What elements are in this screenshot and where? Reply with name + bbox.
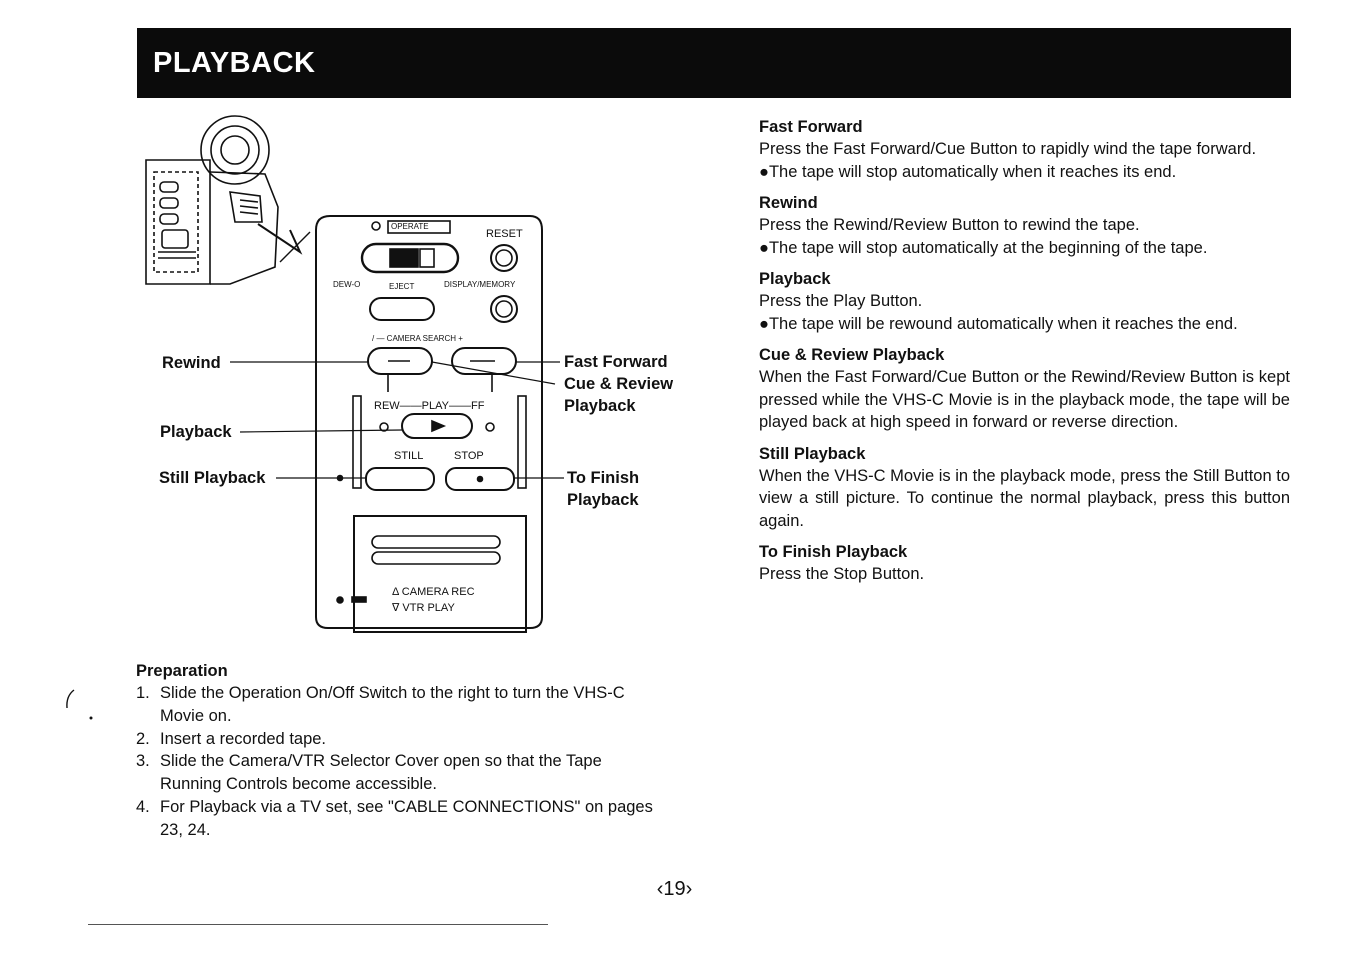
callout-rewind: Rewind bbox=[162, 354, 221, 372]
section-fast-forward: Fast Forward Press the Fast Forward/Cue … bbox=[759, 116, 1290, 183]
camera-search-label: / — CAMERA SEARCH + bbox=[372, 334, 463, 343]
section-note: ●The tape will stop automatically when i… bbox=[759, 162, 1177, 181]
rew-play-ff-label: REW——PLAY——FF bbox=[374, 400, 485, 412]
section-playback: Playback Press the Play Button. ●The tap… bbox=[759, 268, 1290, 335]
list-item: 1. Slide the Operation On/Off Switch to … bbox=[136, 682, 664, 728]
section-title: Playback bbox=[759, 270, 831, 288]
callout-fast-forward: Fast Forward bbox=[564, 353, 668, 371]
item-text: For Playback via a TV set, see "CABLE CO… bbox=[160, 797, 653, 839]
callout-to-finish-playback: Playback bbox=[567, 491, 639, 509]
section-cue-review: Cue & Review Playback When the Fast Forw… bbox=[759, 344, 1290, 434]
item-number: 3. bbox=[136, 752, 150, 771]
display-memory-label: DISPLAY/MEMORY bbox=[444, 280, 516, 289]
section-text: When the VHS-C Movie is in the playback … bbox=[759, 466, 1290, 530]
callout-to-finish: To Finish bbox=[567, 469, 640, 487]
section-note: ●The tape will be rewound automatically … bbox=[759, 314, 1238, 333]
section-text: Press the Fast Forward/Cue Button to rap… bbox=[759, 140, 1257, 158]
item-text: Slide the Camera/VTR Selector Cover open… bbox=[160, 752, 602, 794]
scan-mark bbox=[66, 689, 93, 720]
section-text: Press the Rewind/Review Button to rewind… bbox=[759, 216, 1140, 234]
item-text: Insert a recorded tape. bbox=[160, 729, 327, 748]
dew-label: DEW-O bbox=[333, 280, 361, 289]
list-item: 4. For Playback via a TV set, see "CABLE… bbox=[136, 796, 664, 842]
section-title: To Finish Playback bbox=[759, 543, 908, 561]
preparation-list: 1. Slide the Operation On/Off Switch to … bbox=[136, 682, 664, 842]
section-text: When the Fast Forward/Cue Button or the … bbox=[759, 368, 1290, 431]
section-still-playback: Still Playback When the VHS-C Movie is i… bbox=[759, 443, 1290, 533]
section-text: Press the Stop Button. bbox=[759, 565, 925, 583]
section-title: Fast Forward bbox=[759, 118, 863, 136]
section-title: Cue & Review Playback bbox=[759, 346, 945, 364]
control-panel-diagram: Rewind Playback Still Playback Fast Forw… bbox=[140, 112, 700, 636]
camera-rec-label: Δ CAMERA REC bbox=[392, 586, 475, 598]
list-item: 2. Insert a recorded tape. bbox=[136, 728, 664, 751]
callout-still-playback: Still Playback bbox=[159, 469, 266, 487]
header-bar: PLAYBACK bbox=[137, 28, 1291, 98]
section-title: Still Playback bbox=[759, 444, 866, 463]
still-label: STILL bbox=[394, 450, 424, 462]
vtr-play-label: ∇ VTR PLAY bbox=[392, 602, 455, 614]
section-text: Press the Play Button. bbox=[759, 292, 923, 310]
callout-cue-review-playback: Playback bbox=[564, 397, 636, 415]
item-number: 1. bbox=[136, 684, 150, 702]
reset-label: RESET bbox=[486, 228, 523, 240]
instructions-column: Fast Forward Press the Fast Forward/Cue … bbox=[759, 116, 1290, 595]
section-rewind: Rewind Press the Rewind/Review Button to… bbox=[759, 192, 1290, 259]
section-to-finish: To Finish Playback Press the Stop Button… bbox=[759, 541, 1290, 586]
camcorder-illustration bbox=[145, 115, 564, 633]
callout-cue-review: Cue & Review bbox=[564, 375, 674, 393]
footer-divider bbox=[88, 924, 548, 925]
item-number: 2. bbox=[136, 729, 150, 748]
preparation-section: Preparation 1. Slide the Operation On/Of… bbox=[136, 660, 664, 842]
item-text: Slide the Operation On/Off Switch to the… bbox=[160, 684, 625, 725]
eject-label: EJECT bbox=[389, 282, 415, 291]
item-number: 4. bbox=[136, 797, 150, 816]
list-item: 3. Slide the Camera/VTR Selector Cover o… bbox=[136, 750, 664, 796]
page-number: ‹19› bbox=[656, 878, 693, 900]
section-title: Rewind bbox=[759, 194, 818, 212]
operate-label: OPERATE bbox=[391, 222, 429, 231]
callout-playback: Playback bbox=[160, 423, 232, 441]
section-note: ●The tape will stop automatically at the… bbox=[759, 238, 1208, 257]
preparation-title: Preparation bbox=[136, 662, 228, 680]
stop-label: STOP bbox=[454, 450, 484, 462]
page-title: PLAYBACK bbox=[153, 47, 316, 79]
